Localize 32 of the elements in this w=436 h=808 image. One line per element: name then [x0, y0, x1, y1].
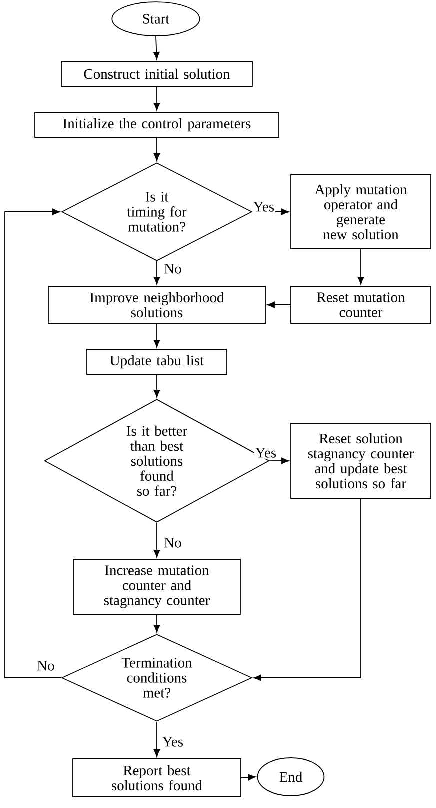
end-oval: End	[257, 758, 325, 796]
edge-label: No	[164, 264, 182, 274]
arrow	[269, 458, 290, 464]
process-box: Improve neighborhood solutions	[48, 286, 266, 324]
arrow	[267, 302, 291, 308]
edge-label: No	[164, 538, 182, 548]
arrow	[154, 36, 160, 60]
process-box: Increase mutation counter and stagnancy counter	[73, 559, 241, 615]
arrow	[154, 138, 160, 162]
edge-label: Yes	[254, 202, 274, 212]
process-box: Initialize the control parameters	[34, 112, 280, 138]
arrow	[154, 722, 160, 758]
edge-label: Yes	[256, 448, 276, 458]
process-box: Apply mutation operator and generate new solution	[290, 174, 432, 250]
edge-label: No	[38, 661, 54, 671]
process-box: Construct initial solution	[61, 61, 253, 87]
arrow	[241, 774, 256, 781]
arrow	[358, 249, 364, 285]
process-box: Reset solution stagnancy counter and update best solutions so far	[290, 423, 432, 499]
arrow	[254, 498, 362, 682]
process-box: Update tabu list	[86, 349, 228, 375]
process-box: Reset mutation counter	[290, 286, 432, 324]
arrow	[154, 86, 160, 111]
arrow	[154, 522, 160, 558]
arrow	[154, 374, 160, 398]
arrow	[4, 208, 62, 678]
edge-label: Yes	[162, 737, 184, 747]
arrow	[154, 261, 160, 285]
process-box: Report best solutions found	[72, 758, 242, 798]
arrow	[154, 614, 160, 633]
start-oval: Start	[112, 2, 200, 36]
arrow	[154, 324, 160, 348]
